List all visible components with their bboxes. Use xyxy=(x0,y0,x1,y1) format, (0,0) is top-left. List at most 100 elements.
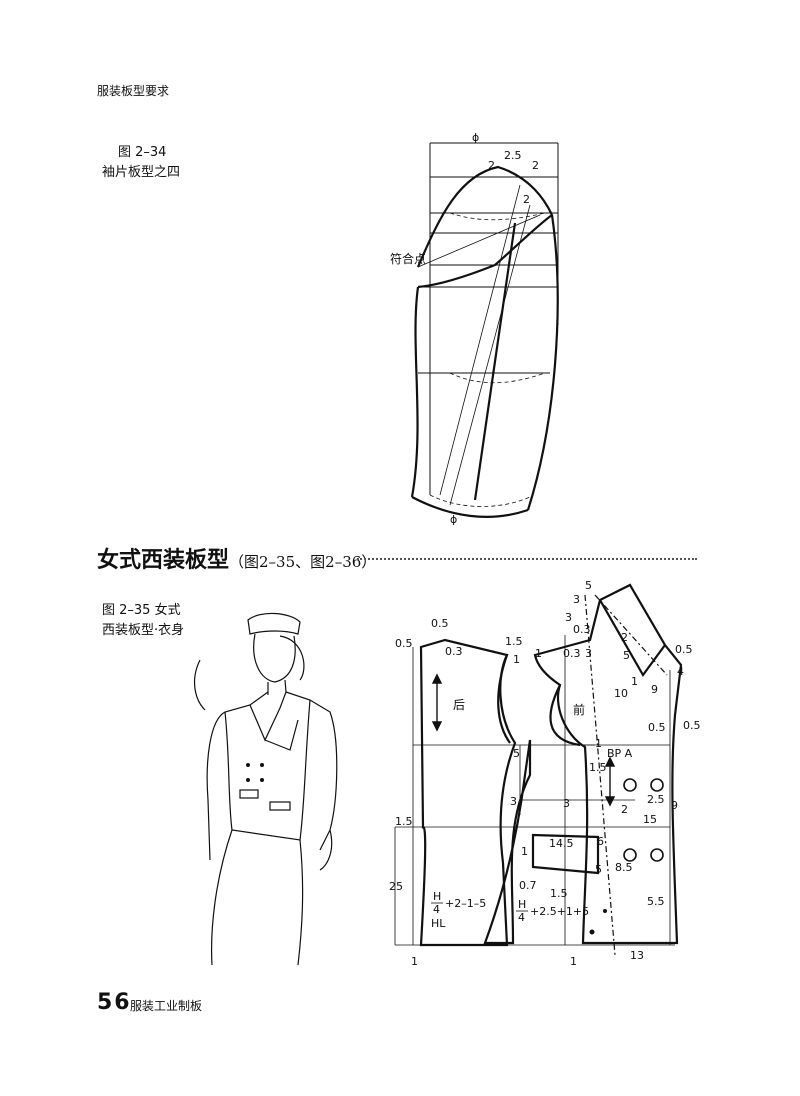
sleeve-pattern-drawing: ϕ 2.5 2 2 2 符合点 ϕ xyxy=(390,131,559,526)
dim-2-left-label: 2 xyxy=(488,159,495,172)
formula-1-denominator: 4 xyxy=(433,903,440,916)
label-8-5: 8.5 xyxy=(615,861,633,874)
bodice-pattern-drawing: 0.5 0.5 0.3 1.5 1 1 0.3 3 5 3 3 0.3 2 5 … xyxy=(389,579,701,968)
elbow-seam-inner xyxy=(473,222,517,501)
label-3-c: 3 xyxy=(565,611,572,624)
formula-1-rest: +2–1–5 xyxy=(445,897,486,910)
label-10: 10 xyxy=(614,687,628,700)
label-0-3-a: 0.3 xyxy=(445,645,463,658)
running-header: 服装板型要求 xyxy=(97,84,170,98)
notch-label: 符合点 xyxy=(390,251,426,266)
back-piece-label: 后 xyxy=(453,698,465,712)
skirt xyxy=(211,829,304,966)
back-piece-outline xyxy=(419,638,517,947)
section-title: 女式西装板型（图2–35、图2–36） xyxy=(97,542,376,574)
figure-35-line2: 西装板型·衣身 xyxy=(102,623,185,638)
label-3-a: 3 xyxy=(585,647,592,660)
section-dotted-rule xyxy=(357,558,697,560)
front-piece-label: 前 xyxy=(573,702,585,717)
label-14-5: 14.5 xyxy=(549,837,574,850)
neck xyxy=(267,679,287,695)
front-armhole xyxy=(549,684,581,747)
dim-2-5-label: 2.5 xyxy=(504,149,522,162)
hip-point xyxy=(603,909,607,913)
figure-35-line1: 图 2–35 女式 xyxy=(102,603,181,618)
lapel-right xyxy=(264,719,299,751)
label-13: 13 xyxy=(630,949,644,962)
left-arm-shoulder xyxy=(206,691,269,861)
lower-hand xyxy=(319,829,333,871)
pocket-left xyxy=(239,789,259,799)
pocket-flap xyxy=(531,833,600,875)
label-3-b: 3 xyxy=(573,593,580,606)
label-2-a: 2 xyxy=(621,631,628,644)
hair xyxy=(279,635,305,681)
label-1-5-c: 1.5 xyxy=(395,815,413,828)
front-edge-dashdot xyxy=(584,594,616,956)
label-1-5-a: 1.5 xyxy=(505,635,523,648)
label-0-5-c: 0.5 xyxy=(675,643,693,656)
formula-2-rest: +2.5+1+5 xyxy=(530,905,589,918)
sleeve-back-seam xyxy=(410,286,420,498)
raised-hand xyxy=(193,659,206,711)
label-1-c: 1 xyxy=(631,675,638,688)
figure-34-caption: 图 2–34 袖片板型之四 xyxy=(102,143,180,183)
label-0-7: 0.7 xyxy=(519,879,537,892)
formula-2-h: H xyxy=(518,898,526,911)
figure-35-caption: 图 2–35 女式 西装板型·衣身 xyxy=(102,601,184,641)
page-number: 56 xyxy=(97,990,132,1015)
figure-34-number: 图 2–34 xyxy=(118,145,167,160)
label-5-c: 5 xyxy=(513,747,520,760)
formula-2-denominator: 4 xyxy=(518,911,525,924)
button-4 xyxy=(650,848,664,862)
dim-2-mid-label: 2 xyxy=(523,193,530,206)
label-2-5: 2.5 xyxy=(647,793,665,806)
phi-top-label: ϕ xyxy=(472,131,479,144)
lapel-outline xyxy=(599,599,666,678)
figure-34-title: 袖片板型之四 xyxy=(102,165,181,180)
sleeve-hem xyxy=(411,496,529,518)
pocket-right xyxy=(269,801,291,811)
hl-label: HL xyxy=(431,917,446,930)
face xyxy=(253,633,296,683)
dim-2-right-label: 2 xyxy=(532,159,539,172)
label-1-5-d: 1.5 xyxy=(550,887,568,900)
phi-bottom-label: ϕ xyxy=(450,513,457,526)
label-0-3-b: 0.3 xyxy=(563,647,581,660)
button-1 xyxy=(623,778,637,792)
label-1-pocket: 1 xyxy=(521,845,528,858)
label-2-b: 2 xyxy=(621,803,628,816)
formula-1-h: H xyxy=(433,890,441,903)
label-1-e: 1 xyxy=(411,955,418,968)
label-1-f: 1 xyxy=(570,955,577,968)
label-1-5-b: 1.5 xyxy=(589,761,607,774)
button-3 xyxy=(623,848,637,862)
label-0-5-b: 0.5 xyxy=(395,637,413,650)
section-title-sub: （图2–35、图2–36） xyxy=(229,553,377,571)
label-1-a: 1 xyxy=(513,653,520,666)
label-4: 4 xyxy=(677,665,684,678)
label-9-b: 9 xyxy=(671,799,678,812)
side-back-piece xyxy=(483,739,532,945)
label-9-a: 9 xyxy=(651,683,658,696)
label-5-b: 5 xyxy=(623,649,630,662)
bp-label: BP A xyxy=(607,747,633,760)
button-2 xyxy=(650,778,664,792)
label-0-3-c: 0.3 xyxy=(573,623,591,636)
label-0-5-e: 0.5 xyxy=(683,719,701,732)
label-25: 25 xyxy=(389,880,403,893)
right-arm xyxy=(285,691,338,851)
label-5-5: 5.5 xyxy=(647,895,665,908)
label-15: 15 xyxy=(643,813,657,826)
hem-point xyxy=(589,929,595,935)
lapel xyxy=(249,691,287,742)
section-title-main: 女式西装板型 xyxy=(97,548,230,573)
label-1-b: 1 xyxy=(535,647,542,660)
label-6: 6 xyxy=(597,835,604,848)
label-3-d: 3 xyxy=(510,795,517,808)
label-1-d: 1 xyxy=(595,737,602,750)
book-title: 服装工业制板 xyxy=(130,999,203,1013)
label-0-5-d: 0.5 xyxy=(648,721,666,734)
label-5-d: 5 xyxy=(595,863,602,876)
label-0-5-a: 0.5 xyxy=(431,617,449,630)
